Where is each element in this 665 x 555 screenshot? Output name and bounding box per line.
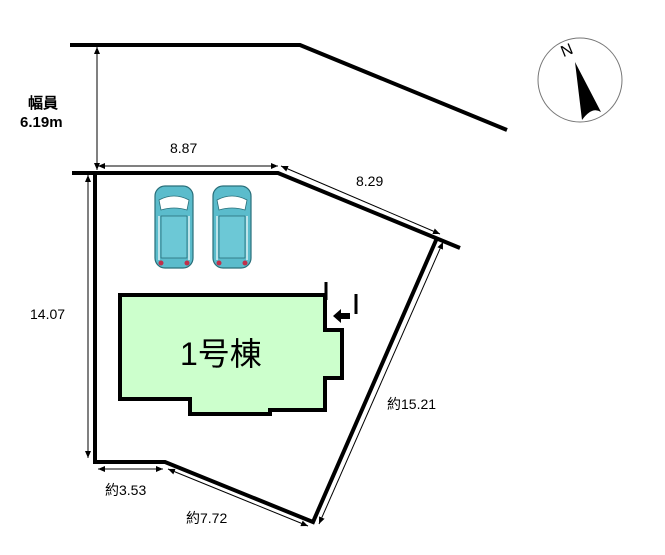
entrance-arrow-icon	[333, 309, 350, 323]
road-width-value: 6.19m	[20, 114, 63, 131]
dim-right: 約15.21	[387, 396, 436, 412]
north-compass-icon: N	[537, 37, 623, 123]
dim-bottom-diagonal: 約7.72	[186, 510, 227, 526]
dim-left: 14.07	[30, 306, 65, 322]
road-edge	[70, 43, 508, 132]
building-label: 1号棟	[180, 336, 262, 372]
dim-arrow-right	[318, 241, 444, 525]
car-icon	[212, 185, 252, 269]
road-width-label: 幅員	[28, 94, 58, 112]
dim-bottom-left: 約3.53	[105, 482, 146, 498]
lot-front-boundary	[72, 171, 461, 250]
dim-top-front: 8.87	[170, 140, 197, 156]
dim-top-diagonal: 8.29	[356, 173, 383, 189]
dim-arrow-bottom-diagonal	[167, 468, 309, 527]
car-icon	[154, 185, 194, 269]
building-1	[118, 293, 344, 416]
dim-arrow-diagonal	[280, 165, 441, 235]
